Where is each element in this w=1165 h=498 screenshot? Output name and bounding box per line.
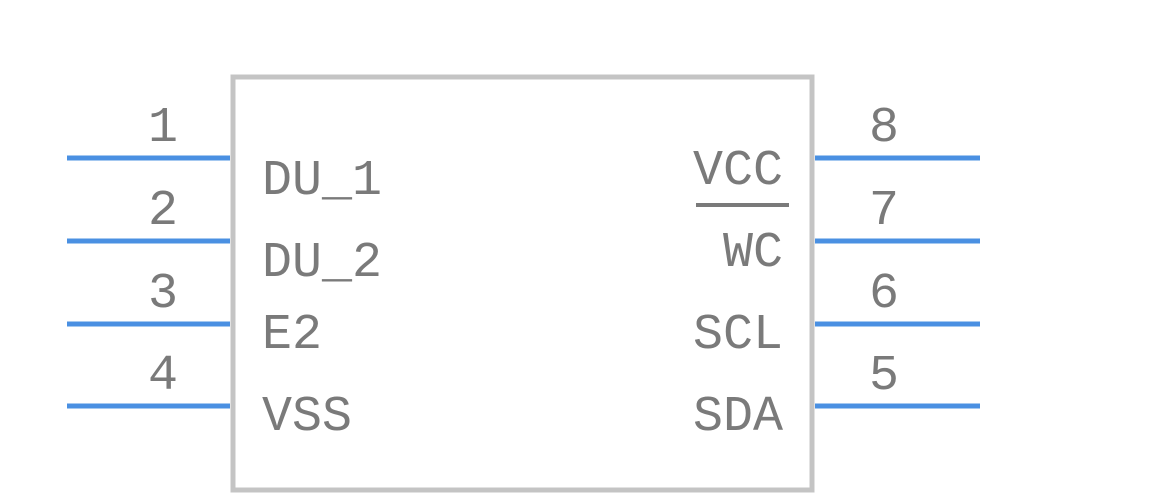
pin-8-number: 8 <box>869 100 899 157</box>
pin-2-number: 2 <box>148 183 178 240</box>
pin-1-name: DU_1 <box>262 153 382 210</box>
pin-6-name: SCL <box>693 307 783 364</box>
pin-5-name: SDA <box>693 389 783 446</box>
component-body <box>230 74 815 493</box>
pin-6-number: 6 <box>869 266 899 323</box>
pin-3-number: 3 <box>148 266 178 323</box>
pin-4-name: VSS <box>262 389 352 446</box>
pin-3-name: E2 <box>262 307 322 364</box>
pin-7-name: WC <box>723 225 783 282</box>
pin-8-name: VCC <box>693 143 783 200</box>
pin-7-number: 7 <box>869 183 899 240</box>
pin-1-number: 1 <box>148 100 178 157</box>
pin-5-number: 5 <box>869 348 899 405</box>
pin-2-name: DU_2 <box>262 235 382 292</box>
pin-4-number: 4 <box>148 348 178 405</box>
